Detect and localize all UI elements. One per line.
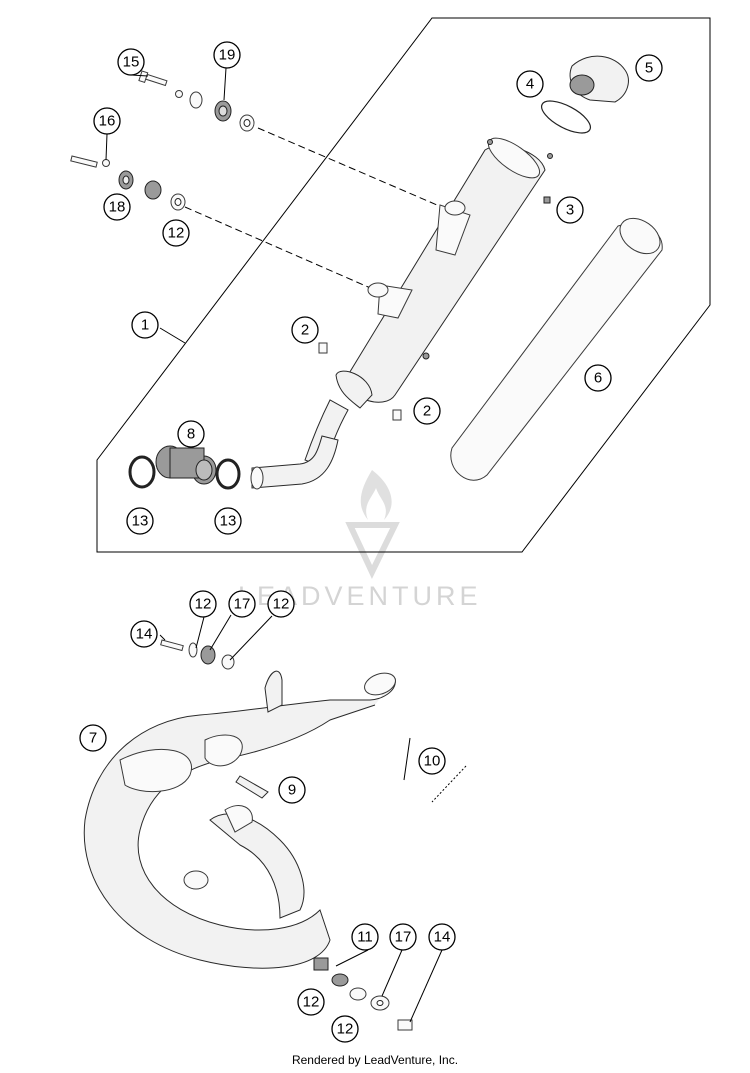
svg-text:12: 12 [168,225,185,242]
expansion-chamber-7 [83,670,396,969]
svg-text:19: 19 [219,47,236,64]
hardware-upper-row [138,70,255,132]
callout-13-left: 13 [126,507,154,535]
callout-7: 7 [79,724,107,752]
callout-12-mid-right: 12 [267,590,295,618]
svg-text:3: 3 [566,202,574,219]
callout-9: 9 [278,776,306,804]
svg-text:4: 4 [526,76,534,93]
o-ring-4 [541,100,591,134]
svg-text:13: 13 [132,513,149,530]
callout-leaders [105,67,443,1023]
callout-11: 11 [351,923,379,951]
hardware-lower-mount [313,957,413,1031]
callout-14-lower: 14 [428,923,456,951]
svg-text:12: 12 [337,1021,354,1038]
svg-text:11: 11 [357,929,373,946]
callout-12-lower-left: 12 [297,988,325,1016]
callout-6: 6 [584,364,612,392]
clamp-9 [235,775,269,799]
callout-15: 15 [117,48,145,76]
svg-text:17: 17 [395,929,412,946]
muffler-body [304,137,553,469]
callout-16: 16 [93,107,121,135]
packing-tube-6 [450,217,663,481]
svg-text:14: 14 [136,626,153,643]
springs-10 [403,737,467,803]
svg-text:6: 6 [594,370,602,387]
callout-2-upper: 2 [291,316,319,344]
svg-text:10: 10 [424,753,441,770]
group-frame [96,17,711,553]
svg-text:2: 2 [423,403,431,420]
callout-12-upper: 12 [162,219,190,247]
callout-3: 3 [556,196,584,224]
svg-text:12: 12 [195,596,212,613]
svg-text:7: 7 [89,730,97,747]
inlet-elbow [250,435,339,490]
svg-text:1: 1 [141,317,149,334]
callout-18: 18 [103,193,131,221]
callout-17-upper: 17 [228,590,256,618]
callout-8: 8 [177,420,205,448]
rivet-3 [543,196,551,204]
svg-text:14: 14 [434,929,451,946]
callout-13-right: 13 [214,507,242,535]
svg-text:8: 8 [187,426,195,443]
svg-text:17: 17 [234,596,251,613]
callout-2-lower: 2 [413,397,441,425]
o-ring-13-right [215,458,241,490]
end-cap-5 [569,55,629,103]
bolt-15 [138,70,168,87]
callout-19: 19 [213,41,241,69]
svg-text:12: 12 [273,596,290,613]
callout-14-upper: 14 [130,620,158,648]
svg-text:2: 2 [301,322,309,339]
svg-text:9: 9 [288,782,296,799]
footer-credit: Rendered by LeadVenture, Inc. [291,1053,459,1067]
callout-1: 1 [131,311,159,339]
hardware-lower-row [70,155,186,211]
leader-1 [159,327,186,344]
svg-text:12: 12 [303,994,320,1011]
svg-text:18: 18 [109,199,126,216]
svg-text:16: 16 [99,113,116,130]
callout-17-lower: 17 [389,923,417,951]
svg-text:5: 5 [645,60,653,77]
svg-text:13: 13 [220,513,237,530]
o-ring-13-left [128,455,156,489]
callout-4: 4 [516,70,544,98]
callout-12-lower-right: 12 [331,1015,359,1043]
callout-10: 10 [418,747,446,775]
callout-5: 5 [635,54,663,82]
screws-2 [318,342,402,421]
assembly-lines [184,127,445,291]
leadventure-watermark: LEADVENTURE [238,470,478,611]
callout-12-mid-left: 12 [189,590,217,618]
spring-sleeve-8 [155,445,217,485]
svg-text:15: 15 [123,54,140,71]
